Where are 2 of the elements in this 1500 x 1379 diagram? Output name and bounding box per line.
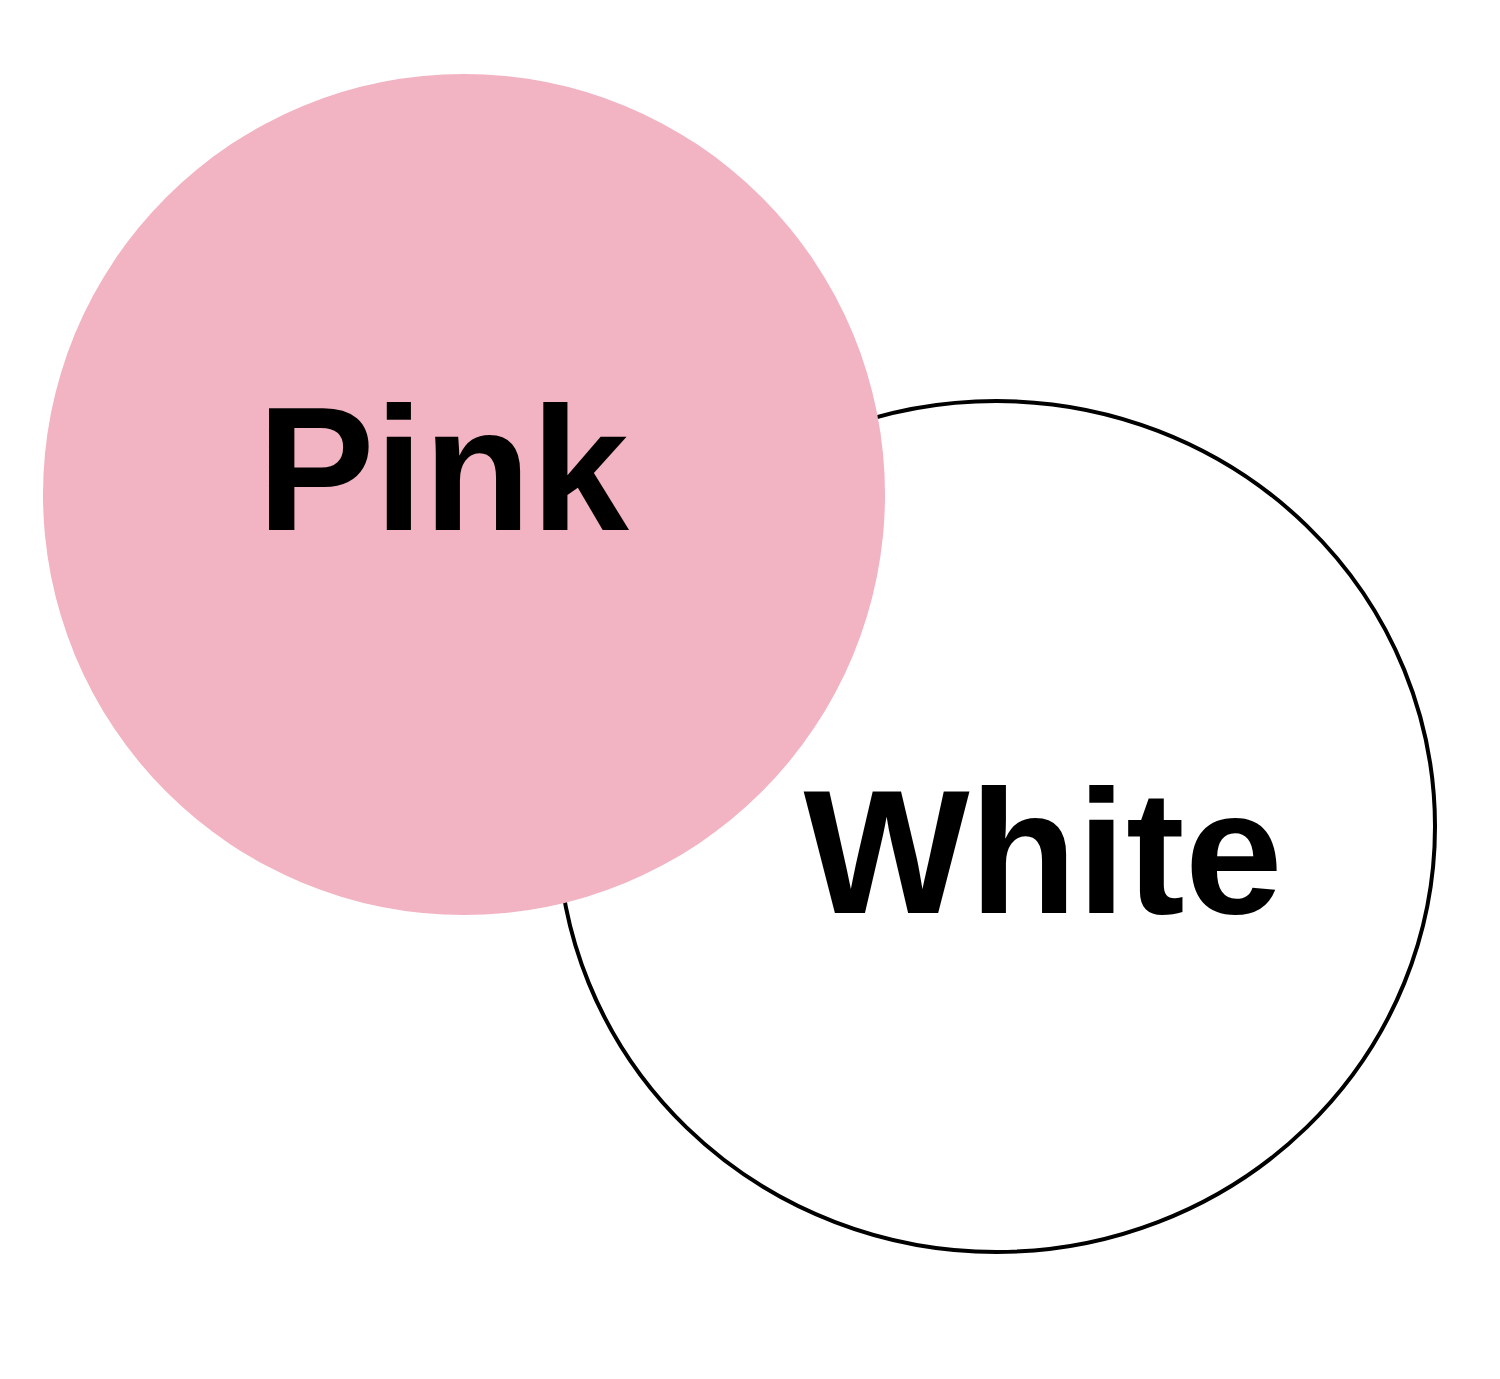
- circle-label: Pink: [257, 381, 629, 557]
- circle-label: White: [803, 764, 1283, 940]
